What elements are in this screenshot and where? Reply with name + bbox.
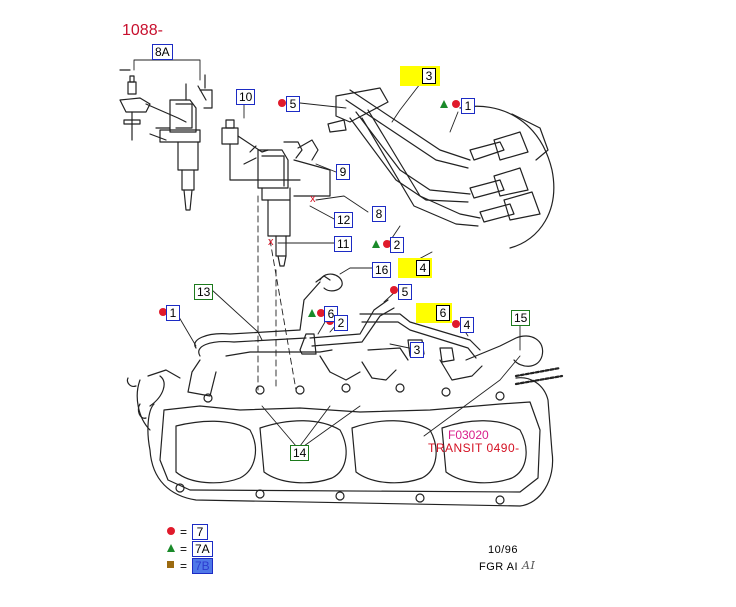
- callout-1[interactable]: 1: [461, 98, 475, 114]
- injector-central-drawing: [221, 119, 331, 267]
- callout-15[interactable]: 15: [511, 310, 531, 326]
- callout-4-lower[interactable]: 4: [460, 317, 474, 333]
- legend-equals-7: =: [180, 525, 188, 539]
- leak-off-lines: [187, 273, 564, 397]
- callout-12[interactable]: 12: [334, 212, 354, 228]
- callout-9[interactable]: 9: [336, 164, 350, 180]
- alignment-lines: [257, 195, 297, 391]
- legend-ref-7b[interactable]: 7B: [192, 558, 213, 574]
- catalog-number: 1088-: [122, 22, 163, 39]
- footer-code: FGR AI: [479, 561, 519, 573]
- callout-2-lower[interactable]: 2: [334, 315, 348, 331]
- footer-date: 10/96: [488, 544, 519, 556]
- callout-10[interactable]: 10: [236, 89, 256, 105]
- legend-equals-7b: =: [180, 559, 188, 573]
- cylinder-head-outline: [126, 369, 554, 507]
- fuel-lines: [327, 87, 555, 249]
- red-dot-marker-1: [452, 100, 460, 108]
- red-dot-marker-2: [383, 240, 391, 248]
- legend-red-dot: [167, 527, 175, 535]
- callout-13[interactable]: 13: [194, 284, 214, 300]
- callout-4[interactable]: 4: [416, 260, 430, 276]
- green-triangle-marker-1: [440, 100, 448, 108]
- callout-8[interactable]: 8: [372, 206, 386, 222]
- callout-3-lower[interactable]: 3: [410, 342, 424, 358]
- callout-8a[interactable]: 8A: [152, 44, 173, 60]
- legend-brown-square: [167, 561, 174, 568]
- red-dot-marker-6a: [317, 309, 325, 317]
- legend-equals-7a: =: [180, 542, 188, 556]
- callout-3[interactable]: 3: [422, 68, 436, 84]
- red-dot-marker-5a: [278, 99, 286, 107]
- legend-green-triangle: [167, 544, 175, 552]
- red-dot-marker-1b: [159, 308, 167, 316]
- footer-code-suffix: AI: [522, 559, 536, 572]
- x-mark-2: x: [268, 236, 274, 248]
- callout-2[interactable]: 2: [390, 237, 404, 253]
- callout-14[interactable]: 14: [290, 445, 310, 461]
- callout-5-lower[interactable]: 5: [398, 284, 412, 300]
- callout-6-right[interactable]: 6: [436, 305, 450, 321]
- green-triangle-marker-6a: [308, 309, 316, 317]
- reference-model: TRANSIT 0490-: [428, 441, 520, 455]
- injector-8a-drawing: [119, 69, 213, 211]
- legend-ref-7[interactable]: 7: [192, 524, 208, 540]
- callout-5[interactable]: 5: [286, 96, 300, 112]
- callout-11[interactable]: 11: [334, 236, 353, 252]
- x-mark-1: x: [310, 193, 316, 205]
- callout-16[interactable]: 16: [372, 262, 392, 278]
- red-dot-marker-5b: [390, 286, 398, 294]
- red-dot-marker-4b: [452, 320, 460, 328]
- green-triangle-marker-2: [372, 240, 380, 248]
- callout-1-lower[interactable]: 1: [166, 305, 180, 321]
- reference-code: F03020: [448, 428, 489, 442]
- legend-ref-7a[interactable]: 7A: [192, 541, 213, 557]
